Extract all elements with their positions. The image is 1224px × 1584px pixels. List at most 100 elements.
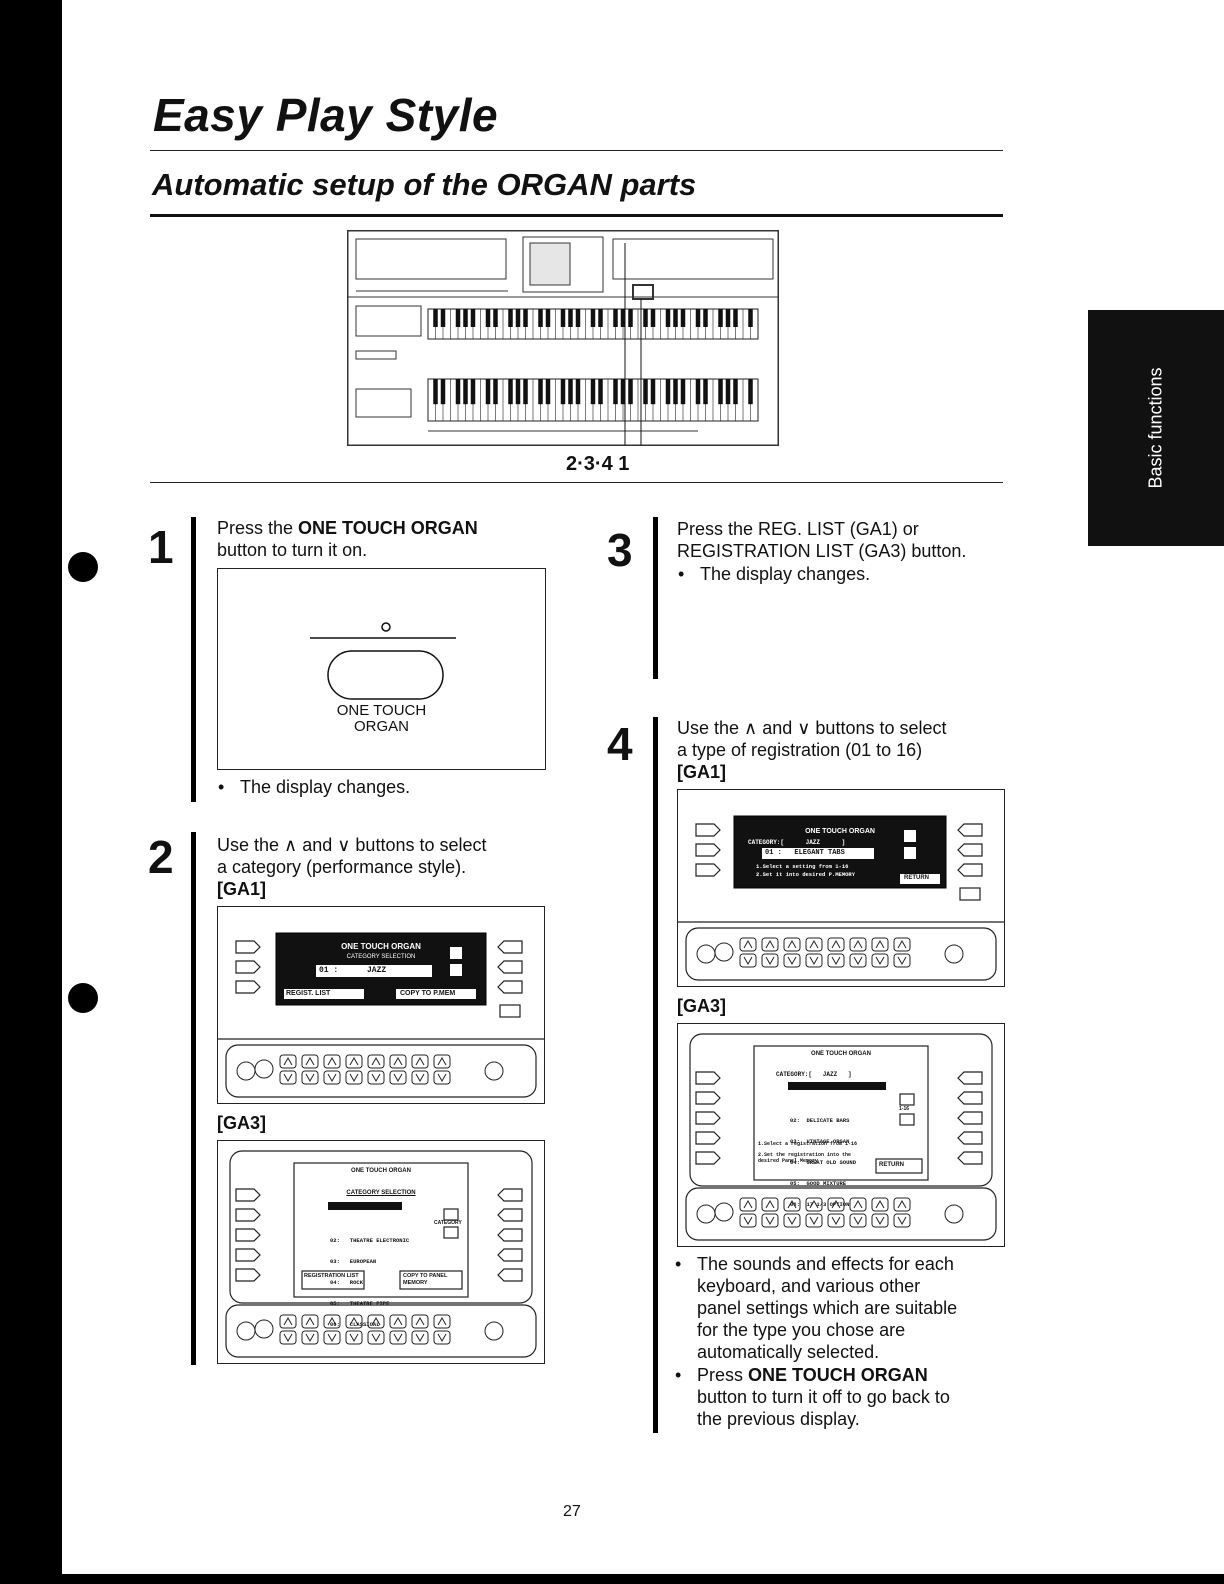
step-number-2: 2 — [148, 831, 174, 883]
down-arrow-icon — [305, 1333, 315, 1343]
black-key — [568, 309, 573, 327]
up-arrow-icon — [327, 1056, 337, 1066]
up-arrow-icon — [437, 1316, 447, 1326]
black-key — [748, 309, 753, 327]
up-arrow-icon — [415, 1316, 425, 1326]
black-key — [733, 309, 738, 327]
binding-hole-top — [68, 552, 98, 582]
down-button — [805, 953, 823, 968]
black-key — [628, 309, 633, 327]
s4-ga3-return-btn: RETURN — [879, 1162, 904, 1168]
s4-ga3-item: 01: ELEGANT TABS — [790, 1096, 847, 1103]
step-4-bar — [653, 717, 658, 1433]
black-key — [628, 379, 633, 405]
black-key — [620, 309, 626, 327]
black-key — [508, 309, 513, 327]
up-arrow-icon — [875, 1199, 885, 1209]
step-3-line-1: Press the REG. LIST (GA1) or — [677, 519, 919, 539]
up-button — [411, 1314, 429, 1329]
black-key — [433, 379, 438, 405]
black-key — [650, 309, 656, 327]
s2-ga3-screen-title: ONE TOUCH ORGAN — [351, 1168, 411, 1174]
black-key — [485, 379, 491, 405]
step-2-line-1: Use the ∧ and ∨ buttons to select — [217, 835, 487, 855]
down-arrow-icon — [327, 1333, 337, 1343]
down-arrow-icon — [831, 1216, 841, 1226]
black-key — [695, 309, 701, 327]
black-key — [515, 379, 521, 405]
down-arrow-icon — [327, 1073, 337, 1083]
up-arrow-icon — [787, 1199, 797, 1209]
up-arrow-icon — [743, 939, 753, 949]
step-4-line-2: a type of registration (01 to 16) — [677, 740, 923, 760]
left-round-button — [696, 944, 716, 964]
up-button — [893, 1197, 911, 1212]
black-key — [733, 379, 738, 405]
s4-ga1-return-btn: RETURN — [904, 875, 929, 881]
black-key — [665, 379, 671, 405]
down-arrow-icon — [283, 1073, 293, 1083]
black-key — [440, 379, 446, 405]
s2-ga3-item: 04: ROCK — [330, 1279, 364, 1286]
s4-ga3-item: 05: GOOD MIXTURE — [790, 1180, 847, 1187]
black-key — [703, 379, 708, 405]
s2-ga3-item: 01: JAZZ — [330, 1216, 364, 1223]
black-key — [673, 309, 678, 327]
up-button — [301, 1054, 319, 1069]
s2-ga3-item: 02: THEATRE ELECTRONIC — [330, 1237, 410, 1244]
step-4-bullet-2-line: the previous display. — [697, 1409, 860, 1429]
up-button — [761, 1197, 779, 1212]
down-arrow-icon — [809, 956, 819, 966]
step-3-bullet: The display changes. — [678, 563, 870, 585]
black-key — [523, 379, 528, 405]
black-key — [725, 309, 731, 327]
down-button — [345, 1070, 363, 1085]
black-key — [680, 309, 686, 327]
black-key — [538, 379, 543, 405]
up-button — [739, 937, 757, 952]
s2-ga1-right-btn: COPY TO P.MEM — [400, 990, 456, 997]
step-2-ga1-panel-drawing — [218, 932, 544, 1098]
binding-hole-bottom — [68, 983, 98, 1013]
down-arrow-icon — [831, 956, 841, 966]
step-number-4: 4 — [607, 718, 633, 770]
up-arrow-icon — [743, 1199, 753, 1209]
up-arrow-icon — [305, 1316, 315, 1326]
up-arrow-icon — [853, 1199, 863, 1209]
section-subtitle: Automatic setup of the ORGAN parts — [152, 167, 697, 202]
black-key — [598, 379, 603, 405]
side-tab: Basic functions — [1088, 310, 1224, 546]
down-button — [893, 953, 911, 968]
right-round-button — [484, 1061, 504, 1081]
step-1-bar — [191, 517, 196, 802]
down-arrow-icon — [349, 1333, 359, 1343]
s4-ga3-item: 04: GREAT OLD SOUND — [790, 1159, 857, 1166]
s4-ga3-item: 06: 17 1/3 OPTION — [790, 1201, 850, 1208]
black-key — [538, 309, 543, 327]
right-round-button — [944, 944, 964, 964]
down-button — [279, 1330, 297, 1345]
black-key — [725, 379, 731, 405]
black-key — [545, 309, 551, 327]
black-key — [560, 379, 566, 405]
black-key — [590, 379, 596, 405]
up-arrow-icon — [437, 1056, 447, 1066]
black-key — [455, 379, 461, 405]
up-arrow-icon — [393, 1316, 403, 1326]
up-button — [433, 1054, 451, 1069]
black-key — [455, 309, 461, 327]
step-4-bullet-1-line: for the type you chose are — [697, 1320, 906, 1340]
up-arrow-icon — [787, 939, 797, 949]
left-round-button — [236, 1321, 256, 1341]
black-key — [718, 379, 723, 405]
down-arrow-icon — [765, 1216, 775, 1226]
down-button — [301, 1070, 319, 1085]
down-button — [411, 1330, 429, 1345]
down-arrow-icon — [415, 1333, 425, 1343]
up-arrow-icon — [283, 1056, 293, 1066]
step-2-bar — [191, 832, 196, 1365]
side-tab-label: Basic functions — [1145, 367, 1166, 489]
step-4-bullet-2-pre: Press — [697, 1365, 749, 1385]
down-arrow-icon — [809, 1216, 819, 1226]
down-button — [739, 1213, 757, 1228]
